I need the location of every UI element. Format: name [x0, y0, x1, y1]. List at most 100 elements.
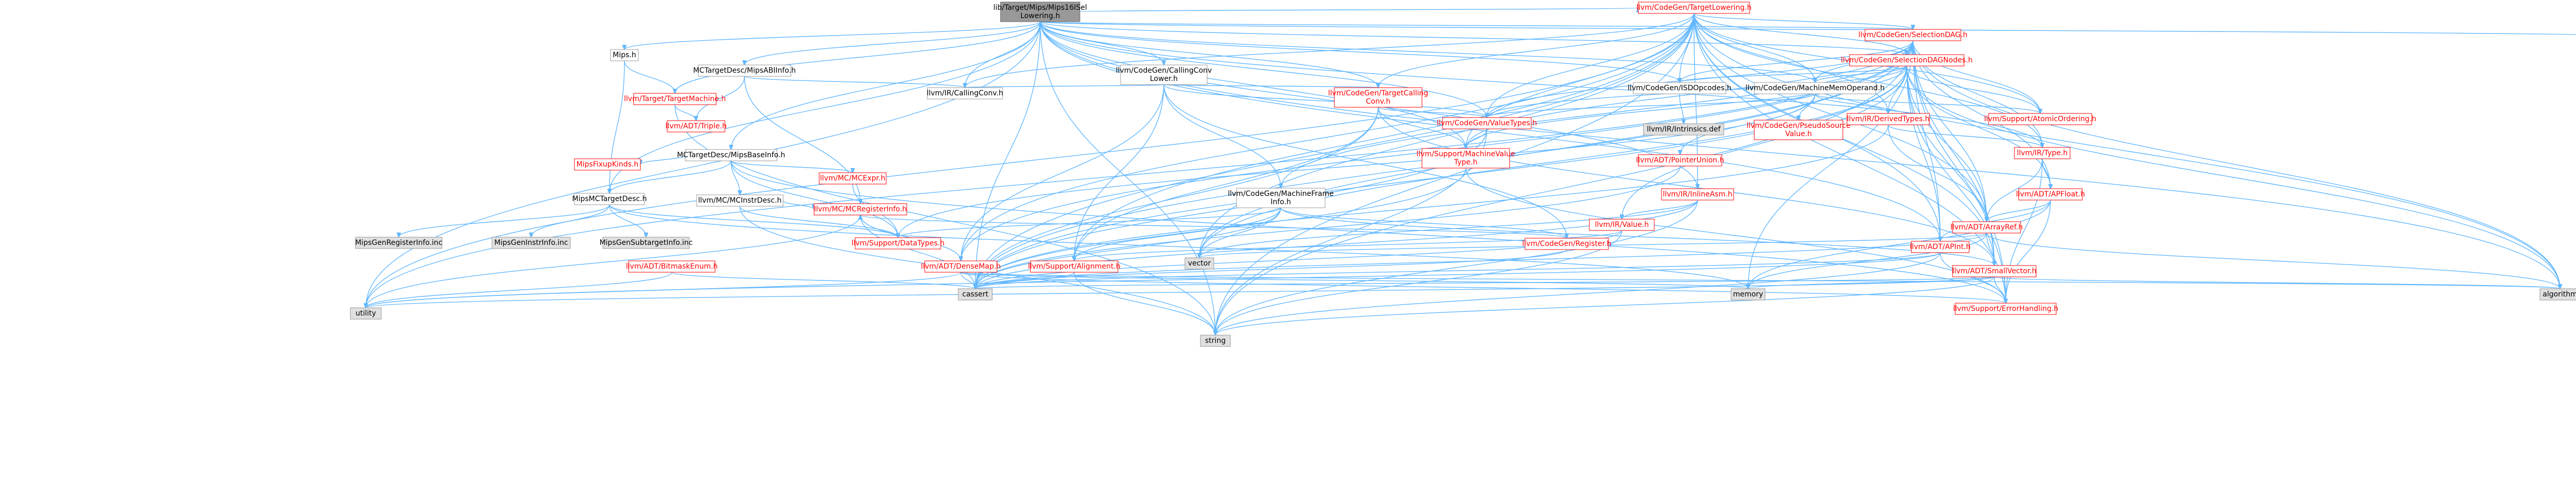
- node-utility: utility: [350, 307, 382, 320]
- edge-derived-to-arrayref: [1888, 124, 1987, 222]
- edge-mmo-to-atomic: [1815, 93, 2040, 113]
- node-atomic[interactable]: llvm/Support/AtomicOrdering.h: [1984, 113, 2096, 125]
- node-label: llvm/CodeGen/ValueTypes.h: [1437, 119, 1537, 127]
- node-mmo[interactable]: llvm/CodeGen/MachineMemOperand.h: [1745, 82, 1885, 94]
- node-subtgt_inc: MipsGenSubtargetInfo.inc: [600, 237, 693, 249]
- node-box: [667, 120, 725, 133]
- edge-seldagnodes-to-mvt: [1466, 65, 1907, 148]
- edge-seldag-to-errhandling: [1912, 40, 2006, 303]
- node-label: llvm/ADT/DenseMap.h: [921, 262, 1001, 271]
- node-box: [1846, 113, 1930, 125]
- edge-root-to-mmo: [1040, 21, 1815, 82]
- node-label: string: [1205, 337, 1226, 345]
- node-bitmask[interactable]: llvm/ADT/BitmaskEnum.h: [626, 260, 718, 273]
- edge-alignment-to-cassert: [975, 272, 1075, 289]
- edge-basicinfo-to-errhandling: [731, 160, 2006, 303]
- node-irtype[interactable]: llvm/IR/Type.h: [2014, 147, 2071, 159]
- node-ptrunion[interactable]: llvm/ADT/PointerUnion.h: [1636, 154, 1724, 167]
- edge-abiinfo-to-triple: [696, 76, 745, 121]
- edge-smallvec-to-string: [1215, 276, 1995, 335]
- node-instrinfo_inc: MipsGenInstrInfo.inc: [492, 237, 571, 249]
- edge-tli-to-vector: [1199, 13, 1694, 258]
- edge-callconv-to-valtypes: [1163, 84, 1487, 118]
- node-valtypes[interactable]: llvm/CodeGen/ValueTypes.h: [1437, 117, 1537, 129]
- edge-root-to-tli: [1079, 8, 1638, 12]
- node-fixupkinds[interactable]: MipsFixupKinds.h: [574, 158, 641, 171]
- edge-root-to-abiinfo: [744, 21, 1041, 65]
- node-apint[interactable]: llvm/ADT/APInt.h: [1910, 241, 1971, 253]
- edge-alignment-to-string: [1074, 272, 1215, 335]
- node-arrayref[interactable]: llvm/ADT/ArrayRef.h: [1951, 221, 2023, 234]
- node-mcmcexpr[interactable]: llvm/MC/MCExpr.h: [819, 172, 887, 185]
- node-cassert: cassert: [958, 288, 993, 301]
- node-box: [1120, 64, 1208, 85]
- edge-tli-to-string: [1215, 13, 1694, 335]
- node-basicinfo[interactable]: MCTargetDesc/MipsBaseInfo.h: [677, 149, 785, 161]
- edge-smallvec-to-cassert: [975, 276, 1995, 289]
- node-box: [633, 93, 717, 105]
- node-apfloat[interactable]: llvm/ADT/APFloat.h: [2016, 188, 2085, 201]
- node-densemap[interactable]: llvm/ADT/DenseMap.h: [921, 260, 1001, 273]
- node-datatypes[interactable]: llvm/Support/DataTypes.h: [852, 237, 945, 250]
- node-seldagnodes[interactable]: llvm/CodeGen/SelectionDAGNodes.h: [1841, 54, 1973, 67]
- node-mcinstdesc[interactable]: llvm/MC/MCInstrDesc.h: [696, 194, 784, 207]
- node-irvalue[interactable]: llvm/IR/Value.h: [1589, 219, 1655, 231]
- node-tli[interactable]: llvm/CodeGen/TargetLowering.h: [1636, 2, 1752, 14]
- node-box: [1000, 2, 1080, 22]
- node-seldag[interactable]: llvm/CodeGen/SelectionDAG.h: [1858, 29, 1968, 41]
- node-label: llvm/ADT/ArrayRef.h: [1951, 223, 2023, 231]
- node-mctgt[interactable]: MipsMCTargetDesc.h: [572, 193, 647, 205]
- node-inlineasm[interactable]: llvm/IR/InlineAsm.h: [1661, 188, 1734, 201]
- edge-root-to-seldag: [1040, 21, 1913, 29]
- edge-irtype-to-apfloat: [2042, 158, 2050, 189]
- node-mcreginfo[interactable]: llvm/MC/MCRegisterInfo.h: [814, 203, 907, 216]
- edge-inlineasm-to-string: [1215, 200, 1698, 335]
- edge-tli-to-smallvec: [1693, 13, 1994, 266]
- node-abiinfo[interactable]: MCTargetDesc/MipsABIInfo.h: [693, 64, 796, 77]
- edge-basicinfo-to-datatypes: [731, 160, 898, 238]
- node-smallvec[interactable]: llvm/ADT/SmallVector.h: [1952, 265, 2037, 277]
- edge-callconv-to-alignment: [1074, 84, 1164, 261]
- edge-seldagnodes-to-arrayref: [1906, 65, 1987, 222]
- node-box: [2018, 188, 2083, 201]
- edge-root-to-cassert: [975, 21, 1041, 289]
- node-box: [1421, 148, 1510, 169]
- node-errhandling[interactable]: llvm/Support/ErrorHandling.h: [1953, 303, 2058, 315]
- edge-root-to-isd: [1040, 21, 1680, 82]
- edge-basicinfo-to-mctgt: [609, 160, 732, 193]
- node-tgtmach[interactable]: llvm/Target/TargetMachine.h: [624, 93, 726, 105]
- edge-mcinstdesc-to-datatypes: [739, 206, 898, 238]
- node-irccall[interactable]: llvm/IR/CallingConv.h: [927, 87, 1004, 100]
- node-box: [958, 288, 993, 301]
- edge-tgtcc-to-mvt: [1378, 107, 1466, 148]
- edge-seldag-to-memory: [1748, 40, 1913, 289]
- node-box: [855, 237, 941, 250]
- node-triple[interactable]: llvm/ADT/Triple.h: [666, 120, 727, 133]
- edge-root-to-irccall: [965, 21, 1041, 88]
- node-box: [698, 64, 791, 77]
- node-box: [1638, 2, 1750, 14]
- node-label: MipsGenSubtargetInfo.inc: [600, 239, 693, 247]
- node-box: [1442, 117, 1532, 129]
- node-cgreg[interactable]: llvm/CodeGen/Register.h: [1522, 238, 1612, 250]
- node-mipsh[interactable]: Mips.h: [610, 49, 639, 61]
- node-derived[interactable]: llvm/IR/DerivedTypes.h: [1846, 113, 1930, 125]
- node-box: [574, 193, 645, 205]
- edge-root-to-basicinfo: [731, 21, 1041, 150]
- node-box: [610, 49, 639, 61]
- edge-seldagnodes-to-isd: [1680, 65, 1907, 82]
- edge-tgtcc-to-smallvec: [1378, 107, 1994, 266]
- edge-cgreg-to-cassert: [975, 249, 1567, 289]
- node-isd[interactable]: llvm/CodeGen/ISDOpcodes.h: [1628, 82, 1732, 94]
- edge-tli-to-utility: [366, 13, 1694, 308]
- node-alignment[interactable]: llvm/Support/Alignment.h: [1028, 260, 1121, 273]
- edge-irtype-to-arrayref: [1987, 158, 2043, 222]
- node-box: [1865, 29, 1961, 41]
